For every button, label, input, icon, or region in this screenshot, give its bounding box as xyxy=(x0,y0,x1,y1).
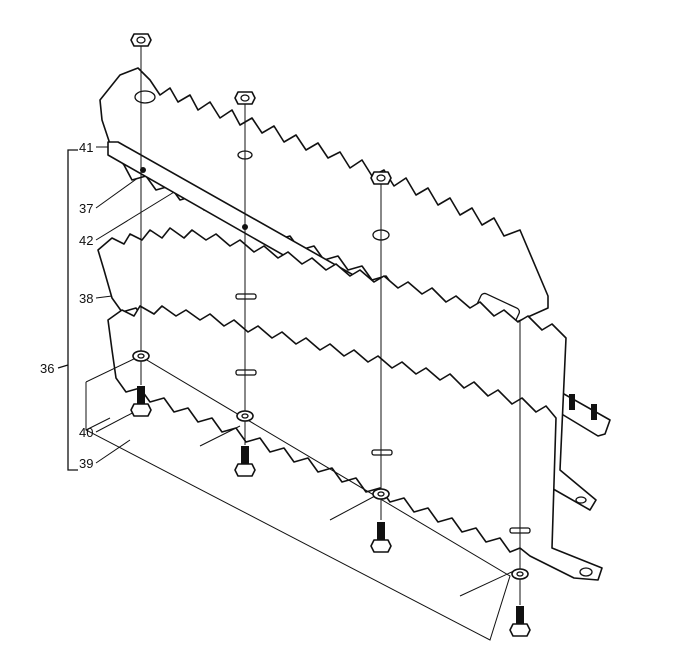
part-label-41: 41 xyxy=(79,140,94,155)
bolts xyxy=(130,386,531,637)
bolt-icon xyxy=(234,446,256,477)
washer-icon xyxy=(132,350,150,362)
washer-icon xyxy=(511,568,529,580)
washer-icon xyxy=(236,410,254,422)
leader-lines xyxy=(95,146,211,464)
part-label-37: 37 xyxy=(79,201,94,216)
nut-icon xyxy=(234,91,256,105)
assembly-bracket-36 xyxy=(57,149,78,471)
bottom-plate xyxy=(85,355,517,641)
washers xyxy=(132,350,529,580)
nut-icon xyxy=(370,171,392,185)
nut-icon xyxy=(130,33,152,47)
bolt-icon xyxy=(370,522,392,553)
bolt-icon xyxy=(130,386,152,417)
bolt-icon xyxy=(509,606,531,637)
part-label-42: 42 xyxy=(79,233,94,248)
part-label-38: 38 xyxy=(79,291,94,306)
part-label-40: 40 xyxy=(79,425,94,440)
part-label-36: 36 xyxy=(40,361,55,376)
washer-icon xyxy=(372,488,390,500)
part-label-39: 39 xyxy=(79,456,94,471)
top-nuts xyxy=(130,33,392,185)
lower-blade xyxy=(107,305,603,581)
assembly-axes xyxy=(140,42,521,605)
